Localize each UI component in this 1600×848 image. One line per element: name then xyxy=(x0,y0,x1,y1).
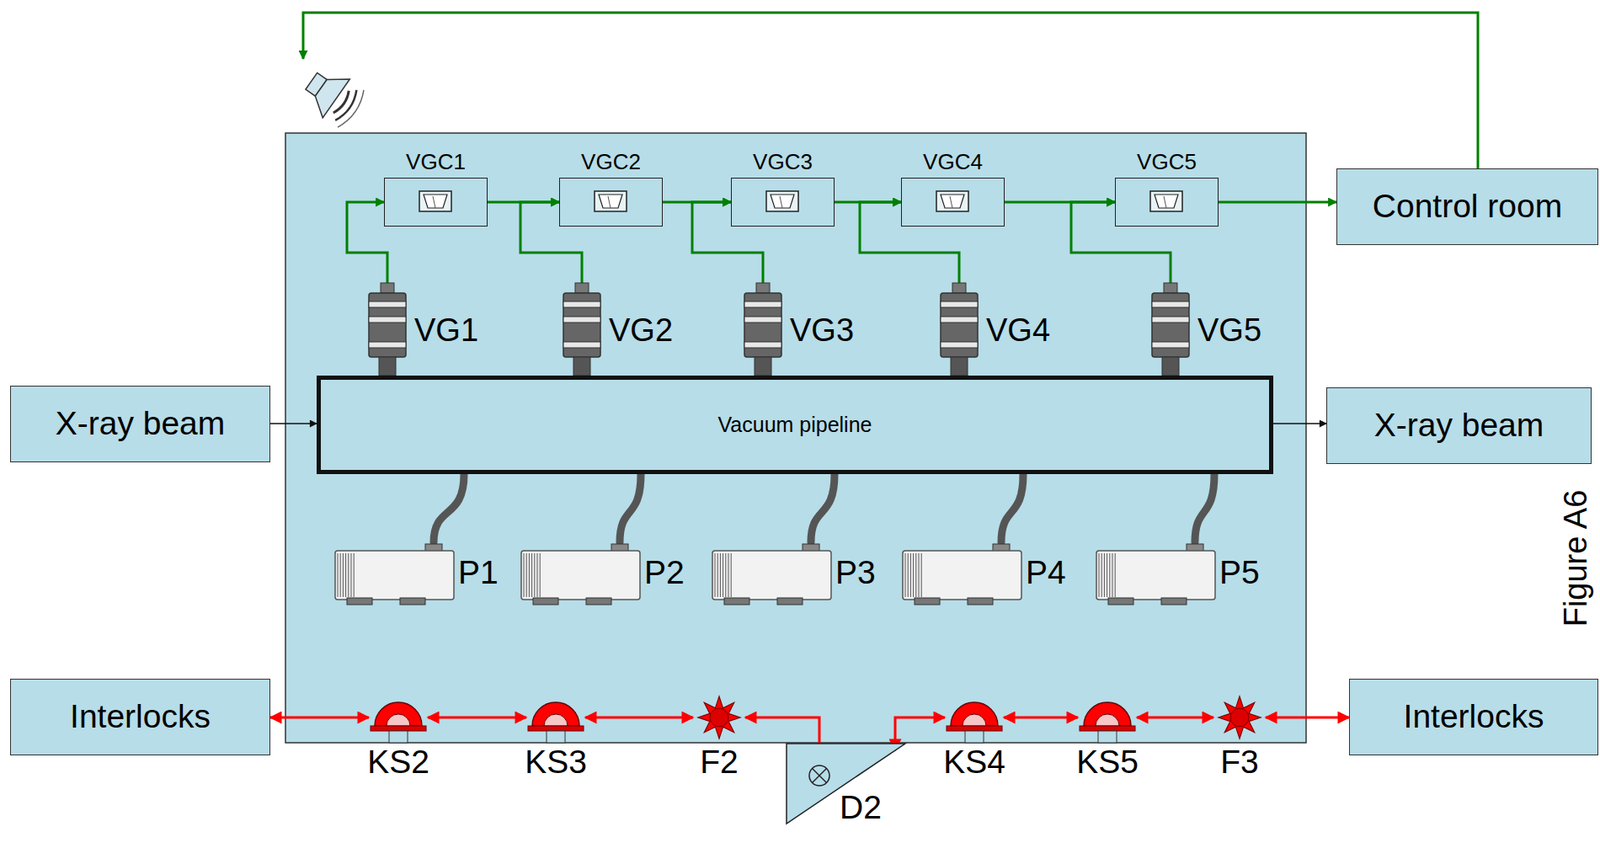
interlock-wire xyxy=(1136,716,1214,720)
interlock-wire xyxy=(427,716,527,720)
gauge-controller: VGC3 xyxy=(730,177,835,227)
flashing-light: F2 xyxy=(693,695,746,743)
key-switch-icon xyxy=(1077,695,1137,743)
pump-label: P3 xyxy=(835,554,876,592)
gauge-controller: VGC2 xyxy=(559,177,663,227)
gauge-controller: VGC4 xyxy=(901,177,1005,227)
vacuum-gauge: VG5 xyxy=(1148,282,1259,376)
speaker-icon xyxy=(298,61,369,131)
vacuum-gauge: VG1 xyxy=(365,282,475,376)
gauge-head-icon xyxy=(741,282,785,376)
interlock-wire xyxy=(1003,716,1078,720)
gauge-display-icon xyxy=(1115,178,1217,225)
beam-arrow xyxy=(1273,422,1327,425)
box-label: X-ray beam xyxy=(1374,407,1545,444)
interlock-wire xyxy=(585,716,694,720)
device-label: KS2 xyxy=(367,744,430,781)
gauge-controller: VGC1 xyxy=(384,177,488,227)
gauge-label: VG5 xyxy=(1197,313,1262,349)
door-switch: D2 xyxy=(785,742,907,825)
gauge-display-icon xyxy=(560,178,662,225)
device-label: D2 xyxy=(839,789,882,827)
interlock-wire xyxy=(270,716,369,720)
vacuum-gauge: VG2 xyxy=(560,282,670,376)
box-label: Interlocks xyxy=(69,698,211,736)
signal-wire xyxy=(1218,201,1337,204)
pump-hose xyxy=(810,474,835,543)
controller-label: VGC1 xyxy=(405,149,466,175)
gauge-label: VG2 xyxy=(608,313,673,349)
signal-wire xyxy=(346,202,388,283)
controller-label: VGC4 xyxy=(922,149,983,175)
key-switch: KS2 xyxy=(368,695,428,743)
controller-label: VGC3 xyxy=(752,149,813,175)
gauge-head-icon xyxy=(365,282,410,376)
gauge-label: VG3 xyxy=(789,313,854,349)
box-label: Interlocks xyxy=(1403,698,1545,736)
process-box: Control room xyxy=(1336,168,1599,246)
beam-arrow xyxy=(270,422,317,425)
process-box: X-ray beam xyxy=(10,385,271,463)
pump-icon xyxy=(328,542,455,607)
alarm-wire xyxy=(303,12,1478,169)
vacuum-pump: P1 xyxy=(328,542,510,607)
pump-icon xyxy=(896,542,1023,607)
gauge-head-icon xyxy=(1148,282,1193,376)
pump-label: P5 xyxy=(1219,554,1260,592)
device-label: F2 xyxy=(699,744,739,781)
vacuum-pump: P2 xyxy=(514,542,696,607)
pump-icon xyxy=(705,542,832,607)
pump-icon xyxy=(1089,542,1216,607)
box-label: Control room xyxy=(1372,188,1563,225)
device-label: KS4 xyxy=(943,744,1006,781)
vacuum-gauge: VG4 xyxy=(937,282,1047,376)
gauge-display-icon xyxy=(384,178,486,225)
pump-hose xyxy=(433,474,464,543)
pump-label: P2 xyxy=(644,554,685,592)
key-switch: KS3 xyxy=(526,695,586,743)
vacuum-pump: P3 xyxy=(705,542,887,607)
process-box: Interlocks xyxy=(10,678,271,756)
vacuum-pump: P4 xyxy=(896,542,1078,607)
pump-label: P4 xyxy=(1025,554,1067,592)
controller-label: VGC2 xyxy=(581,149,641,175)
pump-label: P1 xyxy=(458,554,499,592)
interlock-wire xyxy=(1265,716,1350,720)
box-label: X-ray beam xyxy=(55,405,226,443)
pump-hose xyxy=(1194,474,1215,543)
key-switch-icon xyxy=(368,695,428,743)
pump-icon xyxy=(514,542,641,607)
gauge-display-icon xyxy=(901,178,1003,225)
gauge-label: VG1 xyxy=(414,313,479,349)
process-box: X-ray beam xyxy=(1326,387,1592,464)
key-switch: KS4 xyxy=(944,695,1004,743)
pump-hose xyxy=(1001,474,1024,543)
device-label: KS5 xyxy=(1076,744,1139,781)
gauge-label: VG4 xyxy=(986,313,1051,349)
key-switch-icon xyxy=(526,695,586,743)
gauge-controller: VGC5 xyxy=(1114,177,1219,227)
pump-hose xyxy=(619,474,641,543)
device-label: F3 xyxy=(1220,744,1259,781)
figure-label: Figure A6 xyxy=(1558,490,1595,628)
pipeline-box: Vacuum pipeline xyxy=(316,375,1274,475)
gauge-display-icon xyxy=(731,178,833,225)
beacon-icon xyxy=(1213,695,1266,740)
process-box: Interlocks xyxy=(1349,678,1599,756)
vacuum-pump: P5 xyxy=(1089,542,1271,607)
controller-label: VGC5 xyxy=(1136,149,1197,175)
pipeline-label: Vacuum pipeline xyxy=(718,413,873,438)
enclosure-panel xyxy=(285,133,1307,743)
gauge-head-icon xyxy=(937,282,982,376)
key-switch-icon xyxy=(944,695,1004,743)
gauge-head-icon xyxy=(560,282,604,376)
beacon-icon xyxy=(693,695,746,740)
flashing-light: F3 xyxy=(1213,695,1266,743)
key-switch: KS5 xyxy=(1077,695,1137,743)
vacuum-gauge: VG3 xyxy=(741,282,851,376)
device-label: KS3 xyxy=(524,744,587,781)
